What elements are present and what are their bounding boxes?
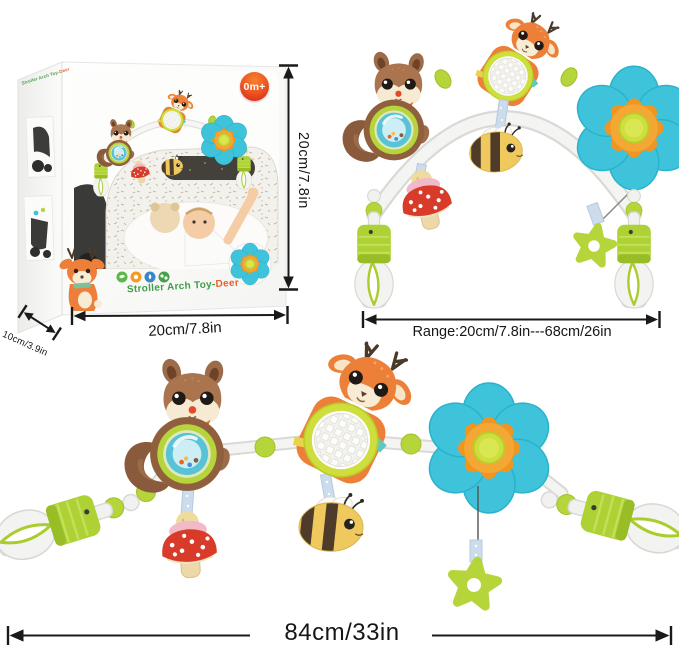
box-width-arrow (70, 306, 289, 325)
box-height-label: 20cm/7.8in (295, 132, 311, 209)
star-teether-toy (572, 223, 616, 266)
range-arrow (361, 311, 661, 328)
flower-toy (567, 65, 679, 191)
star-teether-toy (449, 558, 500, 607)
squirrel-rattle-toy (122, 354, 235, 495)
flower-toy (418, 382, 560, 514)
age-badge-text: 0m+ (243, 80, 266, 93)
box-side-thumbnails (23, 116, 56, 261)
total-length-arrow (6, 626, 673, 645)
deer-mirror-toy (279, 324, 432, 497)
bee-toy (298, 493, 364, 556)
packaging-box (17, 61, 287, 334)
total-length-label: 84cm/33in (284, 619, 400, 646)
deer-mirror-toy (465, 0, 575, 117)
box-depth-arrow (17, 304, 62, 341)
mushroom-toy (158, 509, 220, 580)
squirrel-rattle-toy (341, 48, 434, 164)
deer-logo-icon (59, 247, 105, 311)
arch-toy-stretched (0, 324, 679, 607)
arch-toy-assembled (341, 0, 679, 310)
left-clip (0, 475, 148, 568)
box-height-arrow (279, 64, 298, 291)
box-front-photo (70, 71, 279, 269)
box-title-accent: Deer (215, 277, 240, 290)
age-badge: 0m+ (240, 72, 269, 101)
feature-icons (116, 271, 170, 283)
clip-range-label: Range:20cm/7.8in---68cm/26in (412, 324, 612, 340)
flower-badge (227, 242, 273, 286)
